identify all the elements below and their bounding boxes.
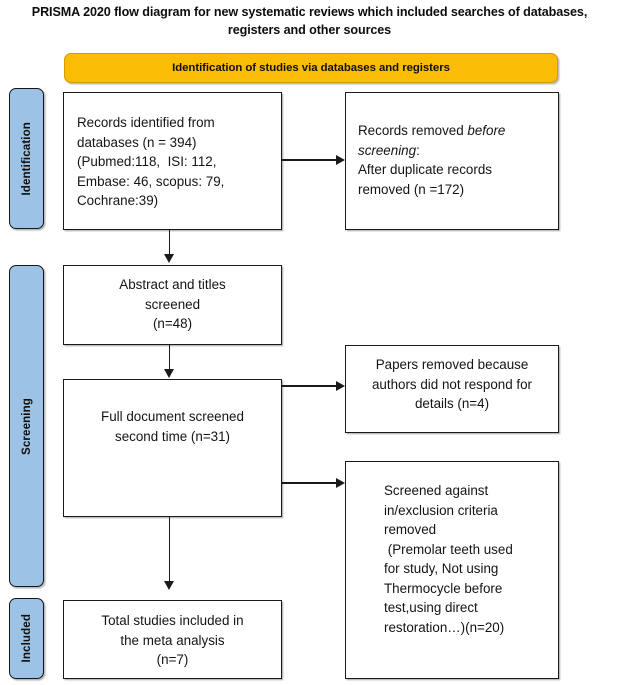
- connector-full-document-to-papers-removed: [282, 385, 337, 387]
- box-full-document-text: Full document screened second time (n=31…: [101, 409, 244, 444]
- stage-tab-label-identification: Identification: [20, 121, 33, 196]
- connector-identified-to-abstract: [168, 230, 171, 255]
- box-full-document-screened: Full document screened second time (n=31…: [63, 379, 282, 517]
- records-removed-line2-italic: screening: [358, 142, 417, 158]
- box-records-identified: Records identified from databases (n = 3…: [63, 92, 282, 230]
- box-screened-against-text: Screened against in/exclusion criteria r…: [384, 483, 513, 635]
- stage-tab-identification: Identification: [9, 88, 44, 229]
- records-removed-line1-plain: Records removed: [358, 123, 468, 138]
- box-records-identified-text: Records identified from databases (n = 3…: [77, 115, 225, 209]
- records-removed-line1-italic: before: [467, 123, 506, 138]
- records-removed-line2-plain: :: [416, 142, 420, 158]
- box-abstract-screened-text: Abstract and titles screened (n=48): [119, 277, 226, 332]
- stage-tab-label-included: Included: [20, 614, 33, 663]
- box-total-studies-included: Total studies included in the meta analy…: [63, 600, 282, 679]
- box-records-removed-text: Records removed before screening: After …: [346, 121, 558, 199]
- connector-abstract-to-full-document: [168, 345, 171, 370]
- section-header-identification: Identification of studies via databases …: [64, 53, 558, 83]
- box-abstract-and-titles-screened: Abstract and titles screened (n=48): [63, 265, 282, 345]
- arrowhead-identified-to-removed: [336, 154, 345, 165]
- page-title: PRISMA 2020 flow diagram for new systema…: [31, 5, 588, 37]
- stage-tab-screening: Screening: [9, 265, 44, 587]
- box-total-studies-text: Total studies included in the meta analy…: [101, 613, 244, 668]
- box-papers-removed-text: Papers removed because authors did not r…: [371, 357, 533, 412]
- connector-identified-to-removed: [282, 159, 337, 161]
- arrowhead-full-document-to-total-studies: [163, 581, 174, 590]
- box-records-removed-before-screening: Records removed before screening: After …: [345, 92, 559, 230]
- stage-tab-included: Included: [9, 598, 44, 679]
- connector-full-document-to-screened-against: [282, 482, 337, 484]
- records-removed-rest: After duplicate records removed (n =172): [358, 162, 492, 197]
- arrowhead-full-document-to-screened-against: [336, 477, 345, 488]
- section-header-label: Identification of studies via databases …: [172, 62, 450, 74]
- arrowhead-abstract-to-full-document: [163, 369, 174, 378]
- connector-full-document-to-total-studies: [168, 517, 171, 582]
- arrowhead-identified-to-abstract: [163, 254, 174, 263]
- arrowhead-full-document-to-papers-removed: [336, 380, 345, 391]
- box-screened-against-criteria: Screened against in/exclusion criteria r…: [345, 461, 559, 679]
- box-papers-removed-no-response: Papers removed because authors did not r…: [345, 345, 559, 433]
- stage-tab-label-screening: Screening: [20, 397, 33, 455]
